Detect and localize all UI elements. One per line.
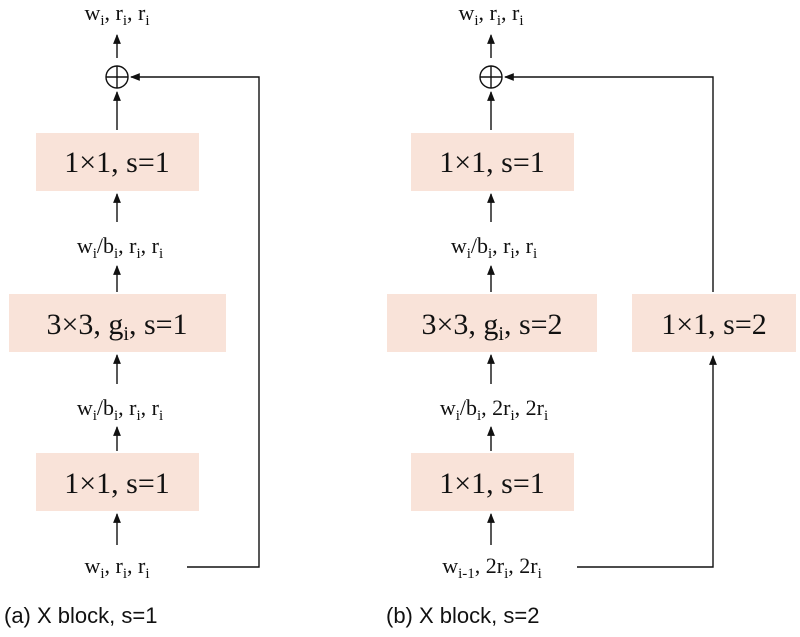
panel-b-box-mid xyxy=(387,294,597,352)
panel-b-shortcut-in xyxy=(577,355,717,568)
panel-a-box-mid xyxy=(9,294,226,352)
panel-b-output-label: wi, ri, ri xyxy=(458,0,523,29)
panel-a-input-label: wi, ri, ri xyxy=(84,553,149,582)
panel-a-box-mid-label: 3×3, gi, s=1 xyxy=(46,308,187,345)
panel-a: wi, ri, ri 1×1, s=1 wi/bi, ri, ri 3×3, g… xyxy=(4,0,260,628)
panel-b-box-shortcut xyxy=(632,294,796,352)
panel-b-input-label: wi-1, 2ri, 2ri xyxy=(442,553,542,582)
panel-b-caption: (b) X block, s=2 xyxy=(386,603,539,628)
panel-b-box-top-label: 1×1, s=1 xyxy=(439,146,545,179)
panel-a-box-bottom-label: 1×1, s=1 xyxy=(64,467,170,500)
panel-a-caption: (a) X block, s=1 xyxy=(4,603,157,628)
panel-a-mid-bottom-label: wi/bi, ri, ri xyxy=(77,395,163,424)
panel-a-sum-node xyxy=(105,65,129,89)
panel-a-box-top-label: 1×1, s=1 xyxy=(64,146,170,179)
panel-a-output-label: wi, ri, ri xyxy=(84,0,149,29)
panel-a-shortcut-path xyxy=(130,73,260,568)
panel-b-shortcut-out xyxy=(504,73,714,292)
panel-b-box-shortcut-label: 1×1, s=2 xyxy=(661,308,767,341)
panel-b-box-bottom-label: 1×1, s=1 xyxy=(439,467,545,500)
panel-a-box-top xyxy=(36,133,199,191)
panel-b-mid-top-label: wi/bi, ri, ri xyxy=(451,233,537,262)
panel-b: wi, ri, ri 1×1, s=1 wi/bi, ri, ri 3×3, g… xyxy=(386,0,796,628)
panel-b-box-mid-label: 3×3, gi, s=2 xyxy=(421,308,562,345)
panel-b-box-top xyxy=(411,133,574,191)
panel-b-mid-bottom-label: wi/bi, 2ri, 2ri xyxy=(440,395,548,424)
panel-a-box-bottom xyxy=(36,453,199,511)
panel-b-sum-node xyxy=(479,65,503,89)
panel-b-box-bottom xyxy=(411,453,574,511)
panel-a-mid-top-label: wi/bi, ri, ri xyxy=(77,233,163,262)
